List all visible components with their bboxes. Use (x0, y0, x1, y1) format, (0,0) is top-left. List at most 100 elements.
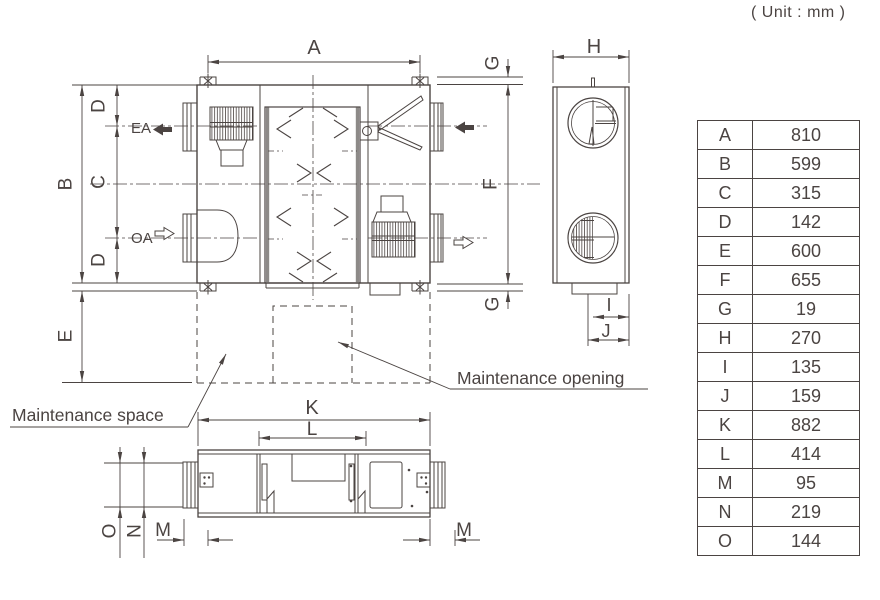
dim-value: 655 (752, 265, 860, 295)
dim-label-f: F (481, 178, 502, 190)
extension-lines (62, 84, 197, 383)
dim-key: C (697, 178, 753, 208)
dim-value: 144 (752, 526, 860, 556)
maintenance-opening-label: Maintenance opening (457, 368, 624, 388)
dim-key: L (697, 439, 753, 469)
maintenance-space-label: Maintenance space (12, 405, 164, 425)
electric-box (369, 282, 401, 296)
dim-label-l: L (307, 419, 318, 440)
dim-value: 159 (752, 381, 860, 411)
ea-arrow-icon (153, 123, 172, 136)
damper (359, 95, 424, 151)
dim-label-m-right: M (456, 520, 472, 541)
door-joints (256, 454, 359, 513)
supply-fan (369, 195, 416, 296)
dim-value: 95 (752, 468, 860, 498)
oa-label: OA (131, 230, 153, 247)
dim-label-g-bottom: G (483, 297, 504, 312)
dim-key: F (697, 265, 753, 295)
dim-label-d-top: D (89, 99, 110, 113)
dim-value: 315 (752, 178, 860, 208)
top-view: EA OA (90, 73, 540, 300)
dim-value: 600 (752, 236, 860, 266)
dim-label-i: I (606, 295, 611, 315)
dim-label-k: K (305, 397, 319, 419)
dim-key: E (697, 236, 753, 266)
dim-value: 270 (752, 323, 860, 353)
dim-key: N (697, 497, 753, 527)
exhaust-fan (209, 106, 254, 167)
front-dimensions: K L M M O N (100, 397, 480, 558)
dim-key: H (697, 323, 753, 353)
dim-key: K (697, 410, 753, 440)
dim-key: B (697, 149, 753, 179)
ra-arrow-icon (455, 121, 474, 134)
dim-label-b: B (56, 178, 77, 191)
maintenance-opening-outline (272, 305, 353, 383)
dim-label-g-top: G (483, 56, 504, 71)
dim-value: 414 (752, 439, 860, 469)
dim-label-h: H (587, 36, 601, 58)
oa-arrow-icon (154, 226, 175, 241)
maintenance-opening-leader (337, 341, 451, 390)
dim-label-a: A (307, 37, 321, 59)
top-port (567, 97, 619, 149)
centerlines (90, 75, 540, 300)
dim-value: 19 (752, 294, 860, 324)
access-panel (369, 461, 403, 509)
dim-key: G (697, 294, 753, 324)
dim-value: 810 (752, 120, 860, 150)
dim-value: 599 (752, 149, 860, 179)
extension-lines (437, 76, 523, 292)
dim-label-o: O (100, 524, 121, 539)
side-view: H I J (552, 36, 630, 346)
unit-note: ( Unit : mm ) (751, 4, 846, 21)
annotation-underlines (10, 388, 648, 428)
dim-value: 142 (752, 207, 860, 237)
ea-label: EA (131, 120, 151, 137)
airflow-arrows (153, 121, 474, 250)
core-chevrons (275, 107, 350, 283)
drain-stub (571, 282, 618, 295)
maintenance-space-outline (196, 292, 431, 384)
screws (349, 464, 429, 508)
dim-label-m-left: M (155, 520, 171, 541)
dim-key: J (697, 381, 753, 411)
sa-arrow-icon (453, 235, 474, 250)
dim-label-j: J (602, 321, 611, 341)
dim-value: 219 (752, 497, 860, 527)
dim-key: M (697, 468, 753, 498)
mounting-brackets (199, 472, 431, 488)
left-dimensions: B D C D E (56, 84, 197, 383)
dim-label-e: E (56, 330, 77, 343)
dim-label-c: C (89, 175, 110, 189)
front-duct-stubs (182, 461, 446, 509)
dim-value: 882 (752, 410, 860, 440)
heat-exchanger-core (264, 106, 361, 289)
bottom-port (567, 212, 619, 264)
maintenance-area: Maintenance space Maintenance opening (10, 292, 648, 428)
name-plate (291, 453, 346, 482)
a-dimension: A (207, 37, 421, 73)
right-dimensions: G F G (437, 56, 523, 312)
dim-key: D (697, 207, 753, 237)
dim-label-d-bottom: D (89, 253, 110, 267)
